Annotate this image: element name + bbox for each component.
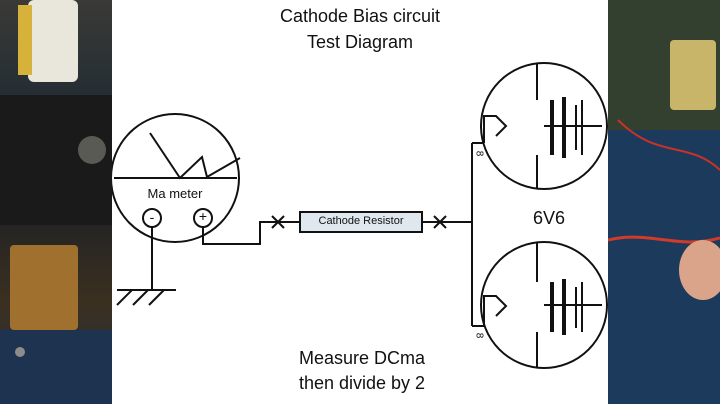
right-workbench-photo bbox=[608, 0, 720, 404]
upper-tube-envelope bbox=[480, 62, 608, 190]
diagram-canvas: Cathode Bias circuit Test Diagram Ma met… bbox=[112, 0, 608, 404]
instruction-line-2: then divide by 2 bbox=[298, 373, 426, 393]
red-wire-shape bbox=[617, 119, 720, 171]
capacitor-shape bbox=[670, 40, 716, 110]
tube-type-label: 6V6 bbox=[532, 208, 566, 228]
transformer-shape bbox=[10, 245, 78, 330]
ground-hatch bbox=[148, 289, 165, 306]
hand-shape bbox=[679, 240, 720, 300]
screw-shape bbox=[15, 347, 25, 357]
diagram-title-line-1: Cathode Bias circuit bbox=[279, 6, 441, 26]
jar-shape bbox=[28, 0, 78, 82]
instruction-line-1: Measure DCma bbox=[298, 348, 426, 368]
tape-roll-shape bbox=[18, 5, 32, 75]
meter-needle-symbol bbox=[149, 132, 241, 180]
plus-lead-wire bbox=[202, 221, 300, 245]
meter-minus-sign: - bbox=[149, 209, 155, 225]
ground-hatch bbox=[116, 289, 133, 306]
circuit-schematic bbox=[112, 62, 608, 369]
break-mark bbox=[433, 215, 447, 229]
lower-pin-label: 8 bbox=[473, 332, 485, 339]
diagram-title-line-2: Test Diagram bbox=[306, 32, 414, 52]
bench-mat-shape bbox=[0, 330, 112, 404]
right-photo-art bbox=[608, 0, 720, 404]
upper-cathode-heater bbox=[483, 115, 508, 143]
lower-cathode-heater bbox=[483, 295, 508, 326]
lower-tube-envelope bbox=[480, 241, 608, 369]
upper-pin-label: 8 bbox=[473, 150, 485, 157]
break-mark bbox=[271, 215, 285, 229]
ground-hatch bbox=[132, 289, 149, 306]
tube-socket-shape bbox=[78, 136, 106, 164]
left-workbench-photo bbox=[0, 0, 112, 404]
meter-label: Ma meter bbox=[147, 186, 203, 201]
resistor-label: Cathode Resistor bbox=[318, 215, 404, 227]
ma-meter-body bbox=[112, 113, 240, 243]
left-photo-art bbox=[0, 0, 112, 404]
meter-plus-sign: + bbox=[198, 208, 208, 224]
